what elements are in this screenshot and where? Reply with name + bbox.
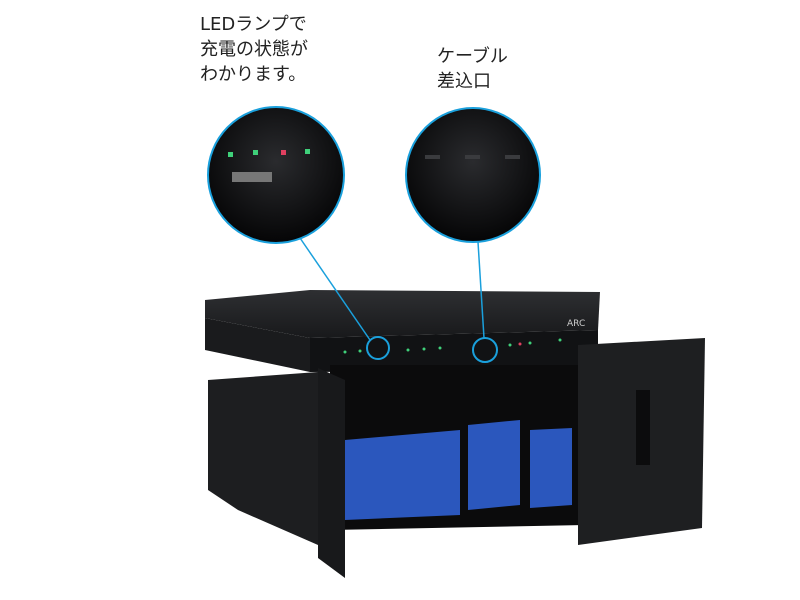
led-lamps — [343, 338, 562, 354]
led-zoom-label — [232, 172, 272, 182]
cabinet-body: ARC — [205, 290, 705, 578]
cable-port-callout-text: ケーブル 差込口 — [437, 46, 508, 92]
cable-callout-line — [477, 241, 485, 339]
cable-port-zoom-circle — [405, 107, 541, 243]
led-callout-marker — [366, 336, 390, 360]
led-zoom-lamps — [228, 149, 310, 157]
brand-logo: ARC — [567, 319, 585, 329]
led-callout-line — [299, 237, 371, 341]
led-callout-text: LEDランプで 充電の状態が わかります。 — [200, 14, 308, 85]
cable-callout-marker — [472, 337, 498, 363]
led-zoom-circle — [207, 106, 345, 244]
